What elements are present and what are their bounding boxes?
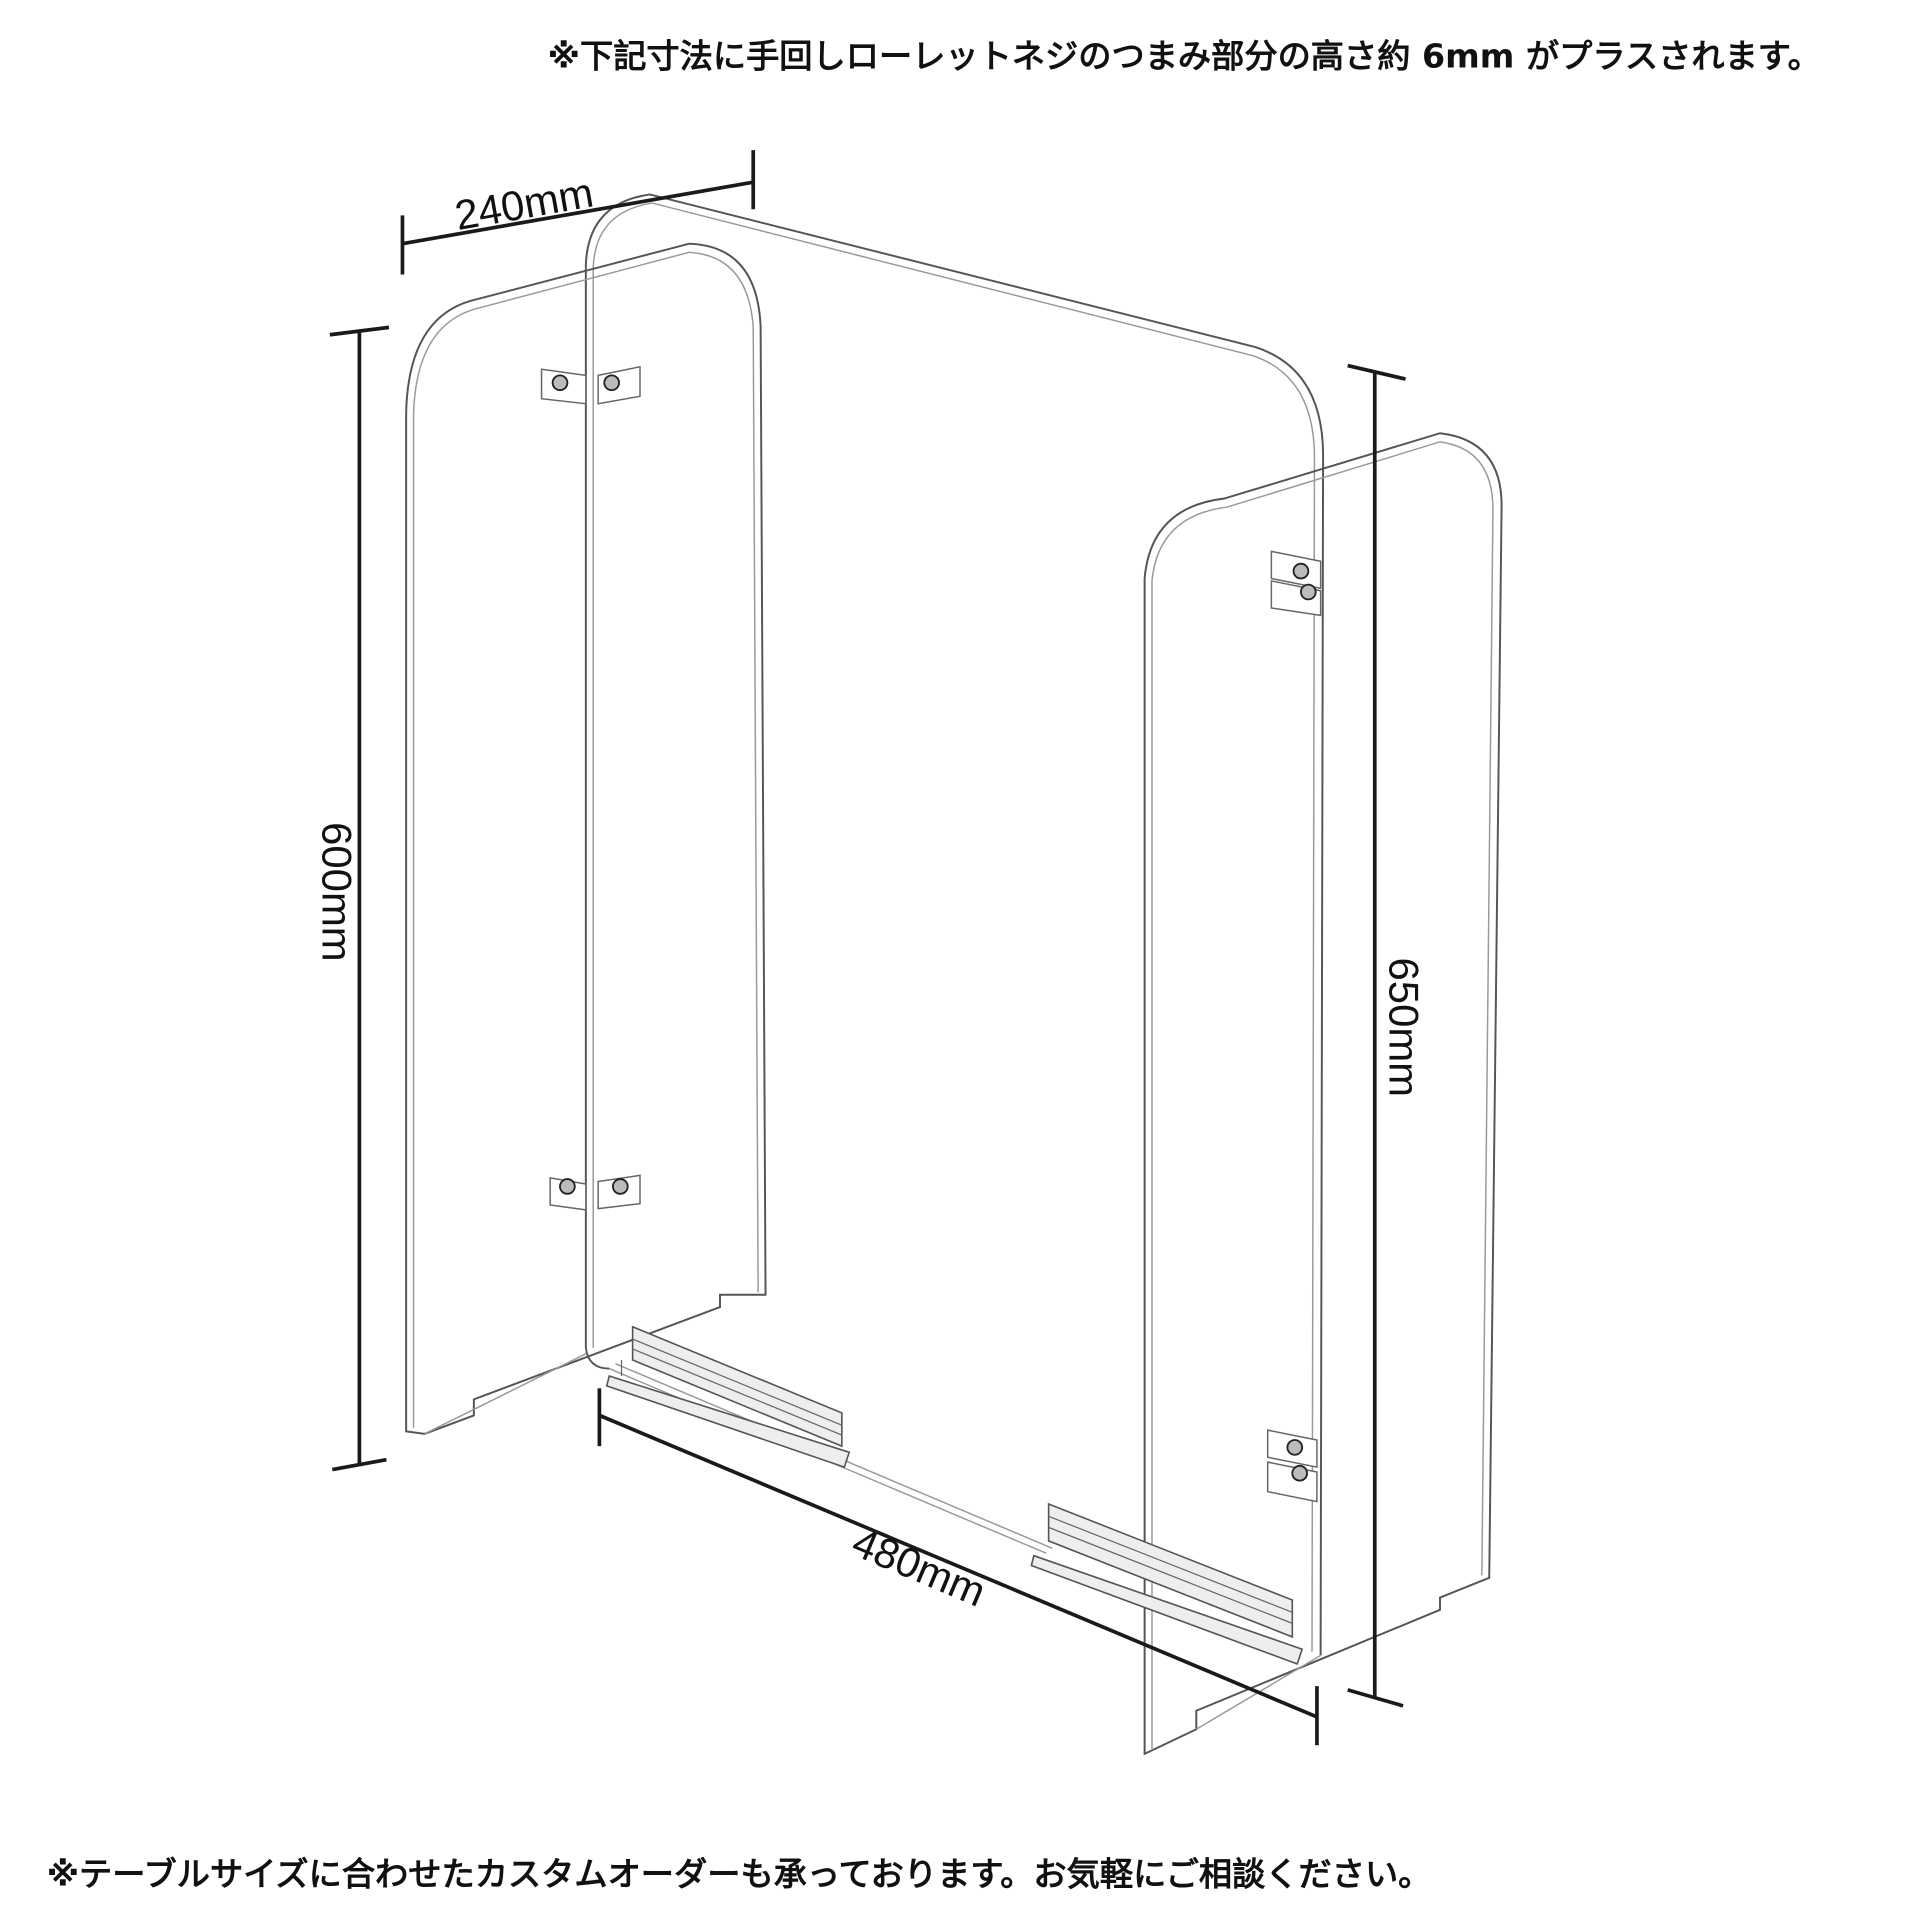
dimension-depth-label: 240mm — [451, 169, 597, 240]
dimension-side-height-label: 600mm — [313, 822, 360, 961]
base-rail-left — [605, 1325, 851, 1469]
dimension-back-height: 650mm — [1347, 363, 1428, 1708]
right-side-panel — [1143, 432, 1503, 1756]
back-panel — [584, 193, 1325, 1656]
base-rail-right — [1030, 1502, 1304, 1666]
bottom-note: ※テーブルサイズに合わせたカスタムオーダーも承っております。お気軽にご相談くださ… — [47, 1855, 1432, 1894]
top-note: ※下記寸法に手回しローレットネジのつまみ部分の高さ約 6mm がプラスされます。 — [548, 37, 1821, 76]
left-side-panel — [405, 242, 767, 1435]
knurled-screw-icon — [551, 374, 569, 392]
dimension-depth: 240mm — [400, 150, 756, 275]
dimension-width-label: 480mm — [846, 1518, 993, 1615]
dimension-back-height-label: 650mm — [1381, 958, 1428, 1097]
dimension-side-height: 600mm — [313, 325, 390, 1472]
